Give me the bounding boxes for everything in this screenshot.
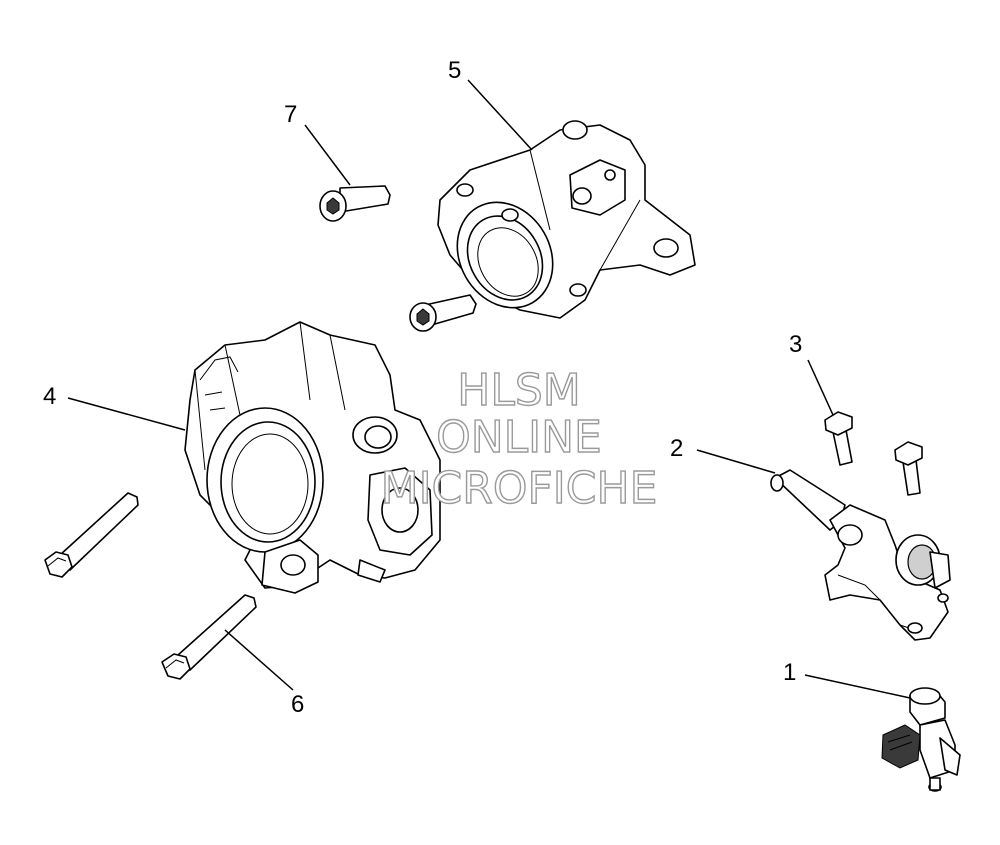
- watermark-line-2: ONLINE: [436, 412, 602, 463]
- flange-bolt-part-3-right: [894, 441, 923, 496]
- flange-bolt-part-6-lower: [161, 594, 257, 680]
- flange-bolt-part-6-upper: [44, 492, 139, 578]
- leader-line-3: [807, 359, 834, 416]
- callout-6: 6: [291, 691, 304, 718]
- leader-line-2: [696, 449, 776, 474]
- watermark-line-3: MICROFICHE: [381, 463, 658, 514]
- callout-3: 3: [789, 331, 802, 358]
- intake-adapter-part-5: [437, 120, 696, 319]
- flange-bolt-part-3-left: [824, 411, 853, 466]
- callout-7: 7: [284, 101, 297, 128]
- cap-screw-part-7-lower: [409, 294, 477, 332]
- callout-5: 5: [448, 57, 461, 84]
- fuel-injector-part-1: [881, 687, 961, 792]
- callout-2: 2: [670, 435, 683, 462]
- leader-line-1: [804, 674, 911, 699]
- fuel-rail-part-2: [770, 469, 951, 641]
- leader-line-4: [67, 397, 186, 431]
- leader-line-7: [304, 124, 351, 186]
- watermark-line-1: HLSM: [457, 365, 581, 416]
- callout-1: 1: [783, 659, 796, 686]
- leader-lines: [67, 79, 911, 699]
- watermark: HLSM ONLINE MICROFICHE: [380, 364, 658, 514]
- cap-screw-part-7-upper: [319, 185, 391, 222]
- callout-4: 4: [43, 383, 56, 410]
- throttle-body-part-4: [184, 321, 441, 594]
- leader-line-6: [224, 629, 294, 691]
- leader-line-5: [467, 79, 533, 151]
